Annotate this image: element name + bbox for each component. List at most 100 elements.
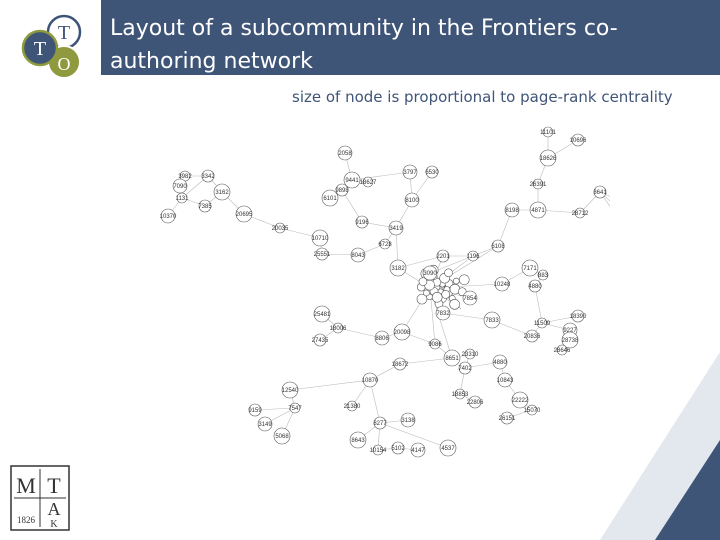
- network-node: 18627: [360, 176, 377, 188]
- slide-subtitle: size of node is proportional to page-ran…: [292, 88, 673, 106]
- node-circle: [355, 215, 369, 229]
- node-circle: [525, 329, 539, 343]
- network-node: 9086: [428, 338, 442, 350]
- node-circle: [343, 171, 361, 189]
- node-circle: [313, 333, 327, 347]
- network-node: 8198: [504, 202, 519, 218]
- network-node: 20695: [236, 205, 253, 223]
- node-circle: [289, 402, 301, 414]
- node-label: 4880: [493, 360, 507, 366]
- network-node: 20035: [272, 222, 289, 234]
- node-circle: [274, 222, 286, 234]
- node-circle: [537, 269, 549, 281]
- network-node: 8277: [373, 416, 387, 430]
- network-node: 3342: [201, 169, 215, 183]
- node-circle: [313, 305, 331, 323]
- node-circle: [410, 442, 426, 458]
- node-circle: [391, 441, 405, 455]
- node-label: 6530: [425, 170, 439, 176]
- node-circle: [556, 344, 568, 356]
- logo-letter-t1: T: [58, 22, 70, 44]
- network-node: 883: [537, 269, 549, 281]
- network-node: 10870: [362, 372, 379, 388]
- network-node: 8043: [350, 247, 365, 263]
- node-circle: [404, 192, 420, 208]
- network-node: 8651: [443, 349, 461, 367]
- network-node: 7547: [288, 402, 302, 414]
- node-label: 883: [538, 273, 549, 279]
- network-node: 11509: [534, 317, 551, 329]
- node-label: 3090: [423, 271, 437, 277]
- network-node: 4871: [529, 201, 547, 219]
- node-circle: [536, 317, 548, 329]
- network-node: 6728: [378, 238, 392, 250]
- network-edge: [337, 327, 383, 339]
- network-node: 3149: [257, 416, 273, 432]
- network-node: 22222: [512, 391, 529, 409]
- node-circle: [172, 178, 188, 194]
- network-node: 8100: [404, 192, 420, 208]
- network-node: 9196: [355, 215, 369, 229]
- network-node: 23310: [462, 348, 479, 360]
- node-label: 25551: [314, 252, 331, 258]
- node-label: 18853: [452, 392, 469, 398]
- node-circle: [373, 416, 387, 430]
- network-node: 3162: [213, 183, 231, 201]
- node-label: 3419: [389, 226, 403, 232]
- node-label: 26391: [530, 182, 547, 188]
- node-label: 28738: [562, 338, 579, 344]
- node-label: 3149: [258, 422, 272, 428]
- network-node: 7171: [521, 259, 539, 277]
- node-label: 8641: [593, 190, 607, 196]
- network-node: 11101: [540, 126, 557, 138]
- node-label: 6101: [323, 196, 337, 202]
- mtak-letter-m: M: [16, 473, 36, 498]
- network-node: 27435: [312, 333, 329, 347]
- node-label: 18672: [392, 362, 409, 368]
- network-node: 3797: [402, 164, 418, 180]
- node-label: 11509: [534, 321, 551, 327]
- node-circle: [393, 357, 407, 371]
- network-node: 10843: [497, 372, 514, 388]
- node-circle: [462, 290, 478, 306]
- mtak-letter-a: A: [48, 499, 61, 519]
- network-node: 6530: [425, 165, 439, 179]
- network-node: 18390: [570, 309, 587, 323]
- node-label: 3342: [201, 174, 215, 180]
- node-label: 4871: [531, 208, 545, 214]
- node-label: 11101: [540, 130, 556, 136]
- network-node: 4147: [410, 442, 426, 458]
- network-node: 3090: [422, 265, 437, 281]
- network-node: 10710: [312, 229, 329, 247]
- network-node: 26151: [499, 411, 516, 425]
- node-label: 2058: [338, 151, 352, 157]
- node-label: 2201: [436, 254, 450, 260]
- node-label: 9086: [428, 342, 442, 348]
- node-label: 7171: [523, 266, 537, 272]
- node-label: 9227: [563, 328, 577, 334]
- hub-node: [441, 290, 451, 299]
- hub-node: [431, 291, 443, 303]
- network-node: 12540: [282, 381, 299, 399]
- network-node: 3419: [388, 220, 403, 236]
- hub-node: [452, 277, 460, 285]
- network-edge: [399, 357, 453, 365]
- hub-node: [416, 293, 428, 305]
- node-label: 12540: [282, 388, 299, 394]
- node-circle: [389, 259, 407, 277]
- network-node: 3182: [389, 259, 407, 277]
- node-circle: [402, 164, 418, 180]
- node-circle: [176, 192, 188, 204]
- node-circle: [574, 207, 586, 219]
- node-circle: [257, 416, 273, 432]
- network-node: 6101: [321, 189, 339, 207]
- mtak-logo: M T A K 1826: [10, 465, 70, 531]
- node-circle: [346, 400, 358, 412]
- node-label: 27435: [312, 338, 329, 344]
- network-node: 10370: [160, 208, 177, 224]
- node-circle: [425, 165, 439, 179]
- node-label: 18390: [570, 314, 587, 320]
- node-label: 9441: [345, 178, 359, 184]
- node-label: 9196: [355, 220, 369, 226]
- node-label: 3182: [391, 266, 405, 272]
